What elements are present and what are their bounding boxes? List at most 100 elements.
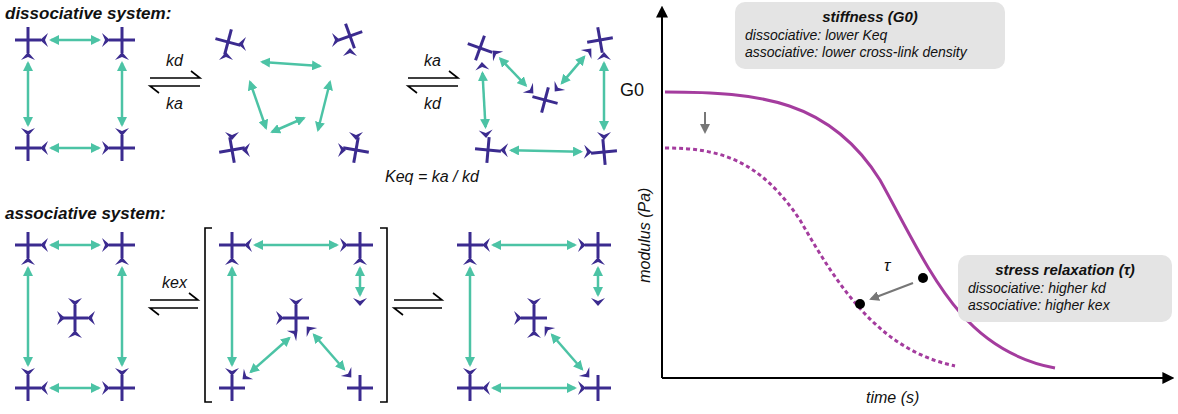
binding-site: [463, 368, 477, 376]
rate-constant: kd: [424, 95, 441, 113]
dynamic-bond: [359, 268, 362, 295]
dynamic-bond: [251, 338, 290, 372]
info-box: stiffness (G0)dissociative: lower Keqass…: [735, 2, 1005, 69]
binding-site: [479, 130, 493, 139]
node-arm: [598, 27, 603, 53]
binding-site: [40, 238, 48, 252]
binding-site: [102, 141, 110, 155]
binding-site: [57, 311, 65, 325]
box-body: associative: higher kex: [968, 297, 1162, 315]
axis-title: modulus (Pa): [637, 187, 655, 282]
dynamic-bond: [121, 268, 124, 365]
binding-site: [514, 311, 522, 325]
box-heading: stress relaxation (τ): [968, 261, 1162, 280]
dynamic-bond: [255, 244, 337, 247]
cross-link-node: [15, 135, 41, 161]
dynamic-bond: [231, 268, 234, 365]
info-box: stress relaxation (τ)dissociative: highe…: [958, 255, 1172, 322]
binding-site: [68, 330, 82, 338]
binding-site: [349, 132, 363, 140]
cross-link-node: [219, 375, 245, 401]
dynamic-bond: [511, 150, 581, 152]
dynamic-bond: [51, 244, 99, 247]
rate-constant: kex: [162, 274, 187, 292]
dynamic-bond: [597, 268, 600, 295]
dynamic-bond: [51, 147, 99, 150]
cross-link-node: [62, 305, 88, 331]
node-arm: [121, 135, 124, 161]
node-arm: [121, 232, 124, 258]
cross-link-node: [347, 375, 373, 401]
node-arm: [533, 305, 536, 331]
dynamic-bond: [121, 63, 124, 125]
binding-site: [21, 52, 35, 60]
binding-site: [353, 298, 367, 306]
binding-site: [242, 143, 250, 157]
binding-site: [244, 238, 252, 252]
dynamic-bond: [469, 268, 472, 365]
dynamic-bond: [500, 59, 526, 86]
dynamic-bond: [603, 63, 606, 129]
binding-site: [482, 238, 490, 252]
dynamic-bond: [250, 82, 266, 128]
binding-site: [591, 298, 605, 306]
binding-site: [343, 48, 357, 56]
section-heading: associative system:: [5, 204, 166, 224]
cross-link-node: [212, 26, 244, 58]
node-arm: [231, 375, 234, 401]
binding-site: [87, 311, 95, 325]
dynamic-bond: [482, 73, 485, 127]
box-heading: stiffness (G0): [745, 8, 995, 27]
node-arm: [74, 305, 77, 331]
box-body: associative: lower cross-link density: [745, 44, 995, 62]
node-arm: [230, 137, 235, 163]
dynamic-bond: [318, 82, 330, 130]
binding-site: [597, 52, 611, 60]
node-arm: [346, 24, 355, 48]
node-arm: [603, 139, 605, 165]
cross-link-node: [109, 135, 135, 161]
node-arm: [597, 232, 600, 258]
node-arm: [27, 135, 30, 161]
node-arm: [476, 36, 485, 60]
box-body: dissociative: higher kd: [968, 280, 1162, 298]
axis-value: G0: [620, 80, 644, 101]
axis-title: time (s): [866, 389, 919, 407]
binding-site: [21, 257, 35, 265]
cross-link-node: [457, 375, 483, 401]
brackets: [205, 228, 387, 402]
binding-site: [225, 257, 239, 265]
binding-site: [68, 298, 82, 306]
binding-site: [276, 311, 284, 325]
node-arm: [231, 232, 234, 258]
node-arm: [27, 232, 30, 258]
dynamic-bond: [27, 63, 30, 125]
binding-site: [102, 238, 110, 252]
node-arm: [121, 375, 124, 401]
cross-link-node: [15, 232, 41, 258]
cross-link-node: [585, 375, 611, 401]
binding-site: [584, 145, 592, 159]
node-arm: [27, 27, 30, 53]
node-arm: [597, 375, 600, 401]
dynamic-bond: [493, 244, 575, 247]
cross-link-node: [521, 305, 547, 331]
dynamic-bond: [552, 335, 582, 369]
cross-link-node: [15, 27, 41, 53]
rate-constant: ka: [166, 95, 183, 113]
cross-link-node: [590, 138, 618, 166]
node-arm: [225, 29, 232, 54]
dynamic-bond: [51, 39, 99, 42]
node-arm: [354, 137, 359, 163]
binding-site: [115, 257, 129, 265]
cross-link-node: [15, 375, 41, 401]
binding-site: [527, 298, 541, 306]
dynamic-bond: [272, 118, 304, 132]
binding-site: [353, 257, 367, 265]
cross-link-node: [109, 375, 135, 401]
binding-site: [463, 257, 477, 265]
binding-site: [332, 33, 340, 47]
node-arm: [487, 137, 489, 163]
cross-link-node: [333, 19, 366, 52]
binding-site: [21, 128, 35, 136]
